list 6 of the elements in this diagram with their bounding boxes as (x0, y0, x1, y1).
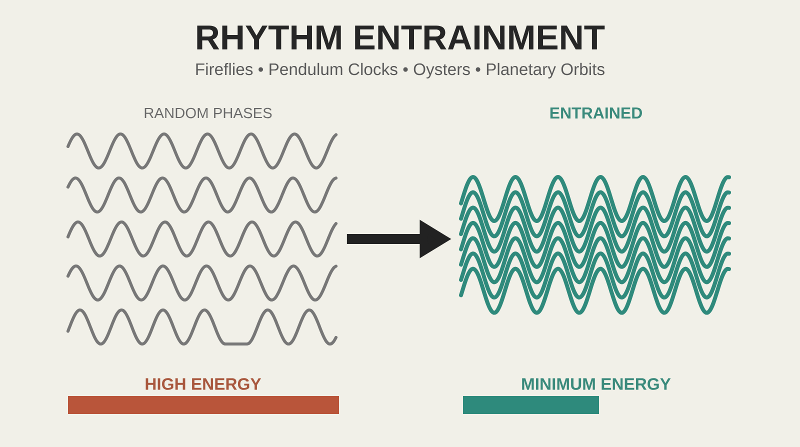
heading: ENTRAINED (550, 108, 642, 118)
title: RHYTHM ENTRAINMENT (197, 26, 605, 50)
heading: RANDOM PHASES (144, 108, 272, 118)
subtitle: Fireflies • Pendulum Clocks • Oysters • Planetary Orbits (196, 62, 604, 78)
bar-label: MINIMUM ENERGY (522, 378, 671, 390)
bar-label: HIGH ENERGY (146, 378, 262, 390)
